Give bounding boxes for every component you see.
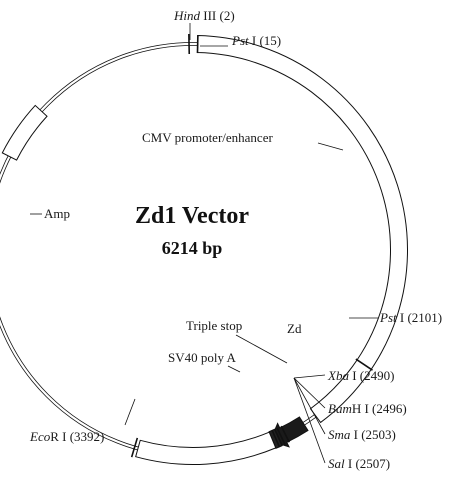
site-tick <box>280 425 290 443</box>
site-label-sali: Sal I (2507) <box>328 456 390 471</box>
site-label-smai: Sma I (2503) <box>328 427 396 442</box>
site-tick <box>130 437 139 458</box>
site-label-ecori: EcoR I (3392) <box>29 429 104 444</box>
site-label-psti-15-part: Pst <box>231 33 249 48</box>
feature-label-amp: Amp <box>44 206 70 221</box>
site-label-ecori-part: Eco <box>29 429 51 444</box>
feature-label-cmv-part: CMV promoter/enhancer <box>142 130 273 145</box>
site-leader-sali <box>293 377 326 464</box>
site-tick <box>276 427 286 445</box>
site-tick <box>355 358 373 371</box>
site-label-psti-2101-part: Pst <box>379 310 397 325</box>
site-label-xbai-part: Xba <box>327 368 349 383</box>
plasmid-name: Zd1 Vector <box>135 203 249 229</box>
site-leader-bamhi <box>293 377 326 409</box>
site-label-hindiii: Hind III (2) <box>173 8 235 23</box>
feature-label-triple-stop-part: Triple stop <box>186 318 242 333</box>
plasmid-size: 6214 bp <box>162 238 223 258</box>
site-tick <box>273 428 283 446</box>
site-label-hindiii-part: III (2) <box>200 8 235 23</box>
feature-sv40-box <box>135 431 277 465</box>
site-label-bamhi-part: Bam <box>328 401 352 416</box>
site-label-sali-part: Sal <box>328 456 345 471</box>
site-leader-smai <box>293 377 326 435</box>
feature-label-zd-part: Zd <box>287 321 302 336</box>
site-label-bamhi-part: H I (2496) <box>352 401 407 416</box>
label-layer: Hind III (2)Pst I (15)Pst I (2101)Xba I … <box>29 8 442 471</box>
feature-label-amp-part: Amp <box>44 206 70 221</box>
site-label-psti-2101: Pst I (2101) <box>379 310 442 325</box>
feature-amp-box <box>1 104 48 161</box>
site-label-xbai: Xba I (2490) <box>327 368 394 383</box>
restriction-site-layer <box>130 34 373 458</box>
site-label-psti-2101-part: I (2101) <box>397 310 443 325</box>
site-label-psti-15-part: I (15) <box>249 33 282 48</box>
feature-label-triple-stop: Triple stop <box>186 318 242 333</box>
site-label-ecori-part: R I (3392) <box>50 429 104 444</box>
site-label-hindiii-part: Hind <box>173 8 201 23</box>
feature-label-sv40-part: SV40 poly A <box>168 350 237 365</box>
feature-leader-sv40 <box>227 365 241 373</box>
site-leader-xbai <box>293 374 326 379</box>
site-label-psti-15: Pst I (15) <box>231 33 281 48</box>
site-label-sali-part: I (2507) <box>345 456 391 471</box>
site-tick <box>271 430 281 448</box>
feature-label-zd: Zd <box>287 321 302 336</box>
feature-leader-cmv <box>317 142 344 151</box>
site-label-smai-part: I (2503) <box>350 427 396 442</box>
site-leader-ecori <box>124 398 136 426</box>
site-label-smai-part: Sma <box>328 427 351 442</box>
feature-label-cmv: CMV promoter/enhancer <box>142 130 273 145</box>
site-label-xbai-part: I (2490) <box>349 368 395 383</box>
feature-label-sv40: SV40 poly A <box>168 350 237 365</box>
feature-cmv-box <box>196 35 408 424</box>
site-label-bamhi: BamH I (2496) <box>328 401 407 416</box>
feature-leader-triple-stop <box>235 334 288 364</box>
